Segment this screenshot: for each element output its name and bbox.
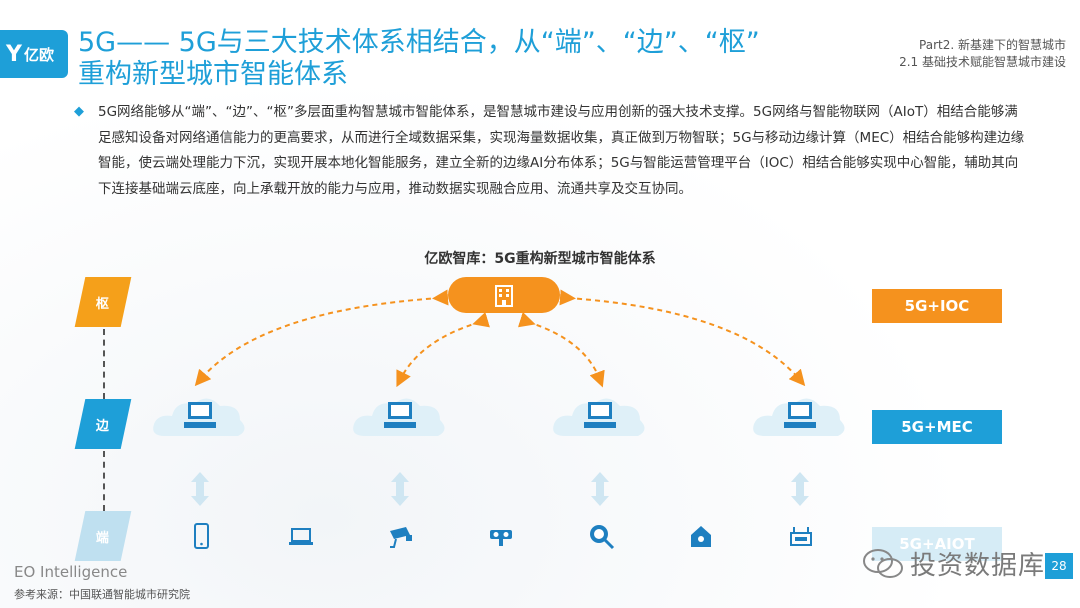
arc-hub-edge-2 <box>400 322 480 380</box>
sensor-icon <box>486 521 516 551</box>
laptop-icon <box>286 521 316 551</box>
double-arrow-icon <box>591 472 609 506</box>
edge-cloud-server-icon <box>550 390 650 446</box>
magnifier-icon <box>586 521 616 551</box>
building-icon <box>491 282 517 308</box>
edge-cloud-server-icon <box>350 390 450 446</box>
page-number: 28 <box>1045 553 1073 579</box>
camera-icon <box>386 521 416 551</box>
phone-icon <box>186 521 216 551</box>
footer-source: 参考来源：中国联通智能城市研究院 <box>14 586 190 602</box>
city-hub-node <box>448 277 560 313</box>
arc-hub-edge-3 <box>528 322 600 380</box>
watermark-text: 投资数据库 <box>910 545 1045 582</box>
double-arrow-icon <box>191 472 209 506</box>
vertical-arrows <box>191 472 809 506</box>
wechat-icon <box>862 547 904 581</box>
arc-hub-edge-1 <box>200 298 440 380</box>
double-arrow-icon <box>791 472 809 506</box>
arc-hub-edge-4 <box>568 298 800 380</box>
smart-home-icon <box>686 521 716 551</box>
edge-cloud-server-icon <box>750 390 850 446</box>
double-arrow-icon <box>391 472 409 506</box>
watermark: 投资数据库 <box>862 545 1045 582</box>
edge-cloud-server-icon <box>150 390 250 446</box>
footer-brand: EO Intelligence <box>14 563 127 581</box>
router-icon <box>786 521 816 551</box>
